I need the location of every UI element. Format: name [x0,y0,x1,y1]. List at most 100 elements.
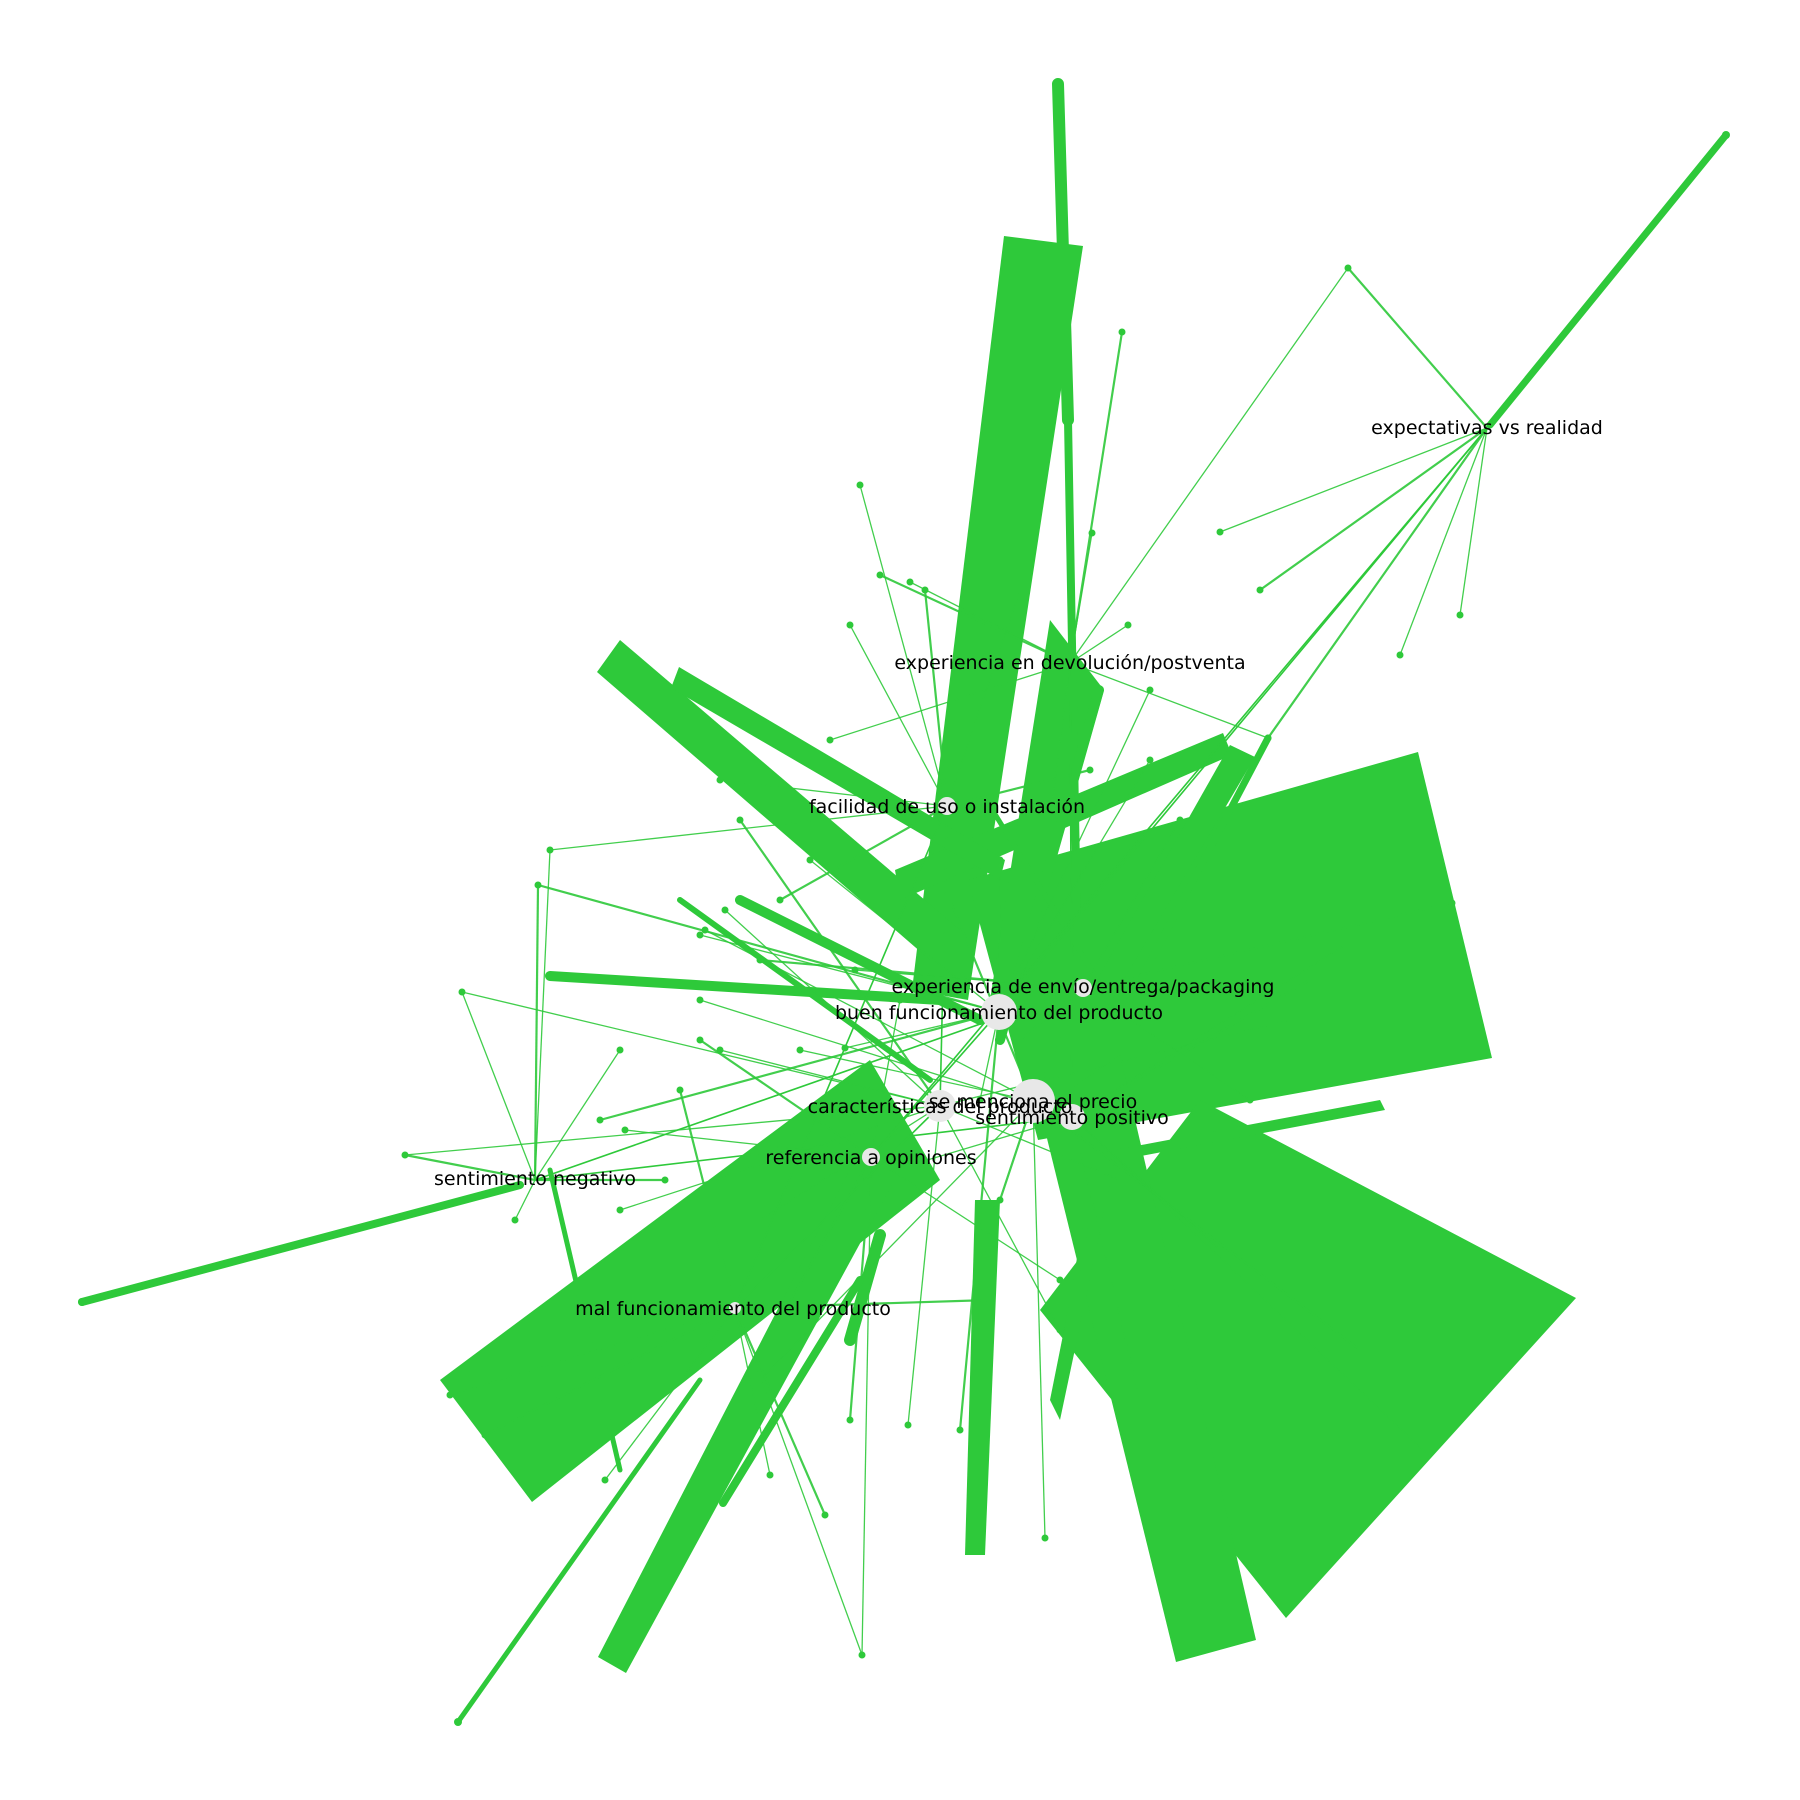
node-labels: expectativas vs realidad experiencia en … [434,417,1603,1320]
leaf-node [851,966,859,974]
edge [1459,427,1488,616]
leaf-node [458,988,466,996]
edge [1399,427,1488,656]
edge [1082,901,1453,990]
leaf-node [826,736,834,744]
leaf-node [1246,1096,1254,1104]
edge [1049,662,1071,821]
edge [998,689,1151,1013]
hub-edge [534,1116,1073,1181]
edge [1019,987,1084,1041]
leaf-node [806,856,814,864]
edge [461,991,941,1107]
edge [946,589,1021,807]
edge [599,1010,1000,1122]
leaf-node [511,1216,519,1224]
edge [534,849,551,1181]
heavy-edges [440,236,1576,1673]
leaf-node [1344,264,1352,272]
edge [1082,987,1251,1101]
edge [1259,427,1488,591]
hub-node-fac [938,797,956,815]
leaf-node [1016,1036,1024,1044]
heavy-edge [440,1060,940,1502]
hub-node-mal [729,1302,741,1314]
leaf-node [1056,1326,1064,1334]
thick-edge [677,897,933,1083]
edge [1267,427,1488,739]
leaf-node [1054,80,1062,88]
leaf-node [1216,1246,1224,1254]
edge [734,1307,771,1476]
edge [759,958,1084,990]
heavy-edge [671,667,1005,880]
leaf-node [696,996,704,1004]
leaf-node [701,926,709,934]
edge [958,1011,1001,1431]
edge [404,1105,941,1156]
hub-node-precio [1011,1079,1055,1123]
leaf-node [721,906,729,914]
edge [619,1105,941,1211]
leaf-node [996,1196,1004,1204]
hub-node-buen [981,994,1017,1030]
thick-edge [977,787,1113,1003]
edge [699,934,1000,1013]
edge [759,1105,941,1221]
edge [1032,1100,1361,1351]
leaf-node [534,881,542,889]
leaf-node [616,1206,624,1214]
heavy-edge [968,752,1492,1140]
edge [939,1105,1061,1331]
leaf-node [856,481,864,489]
edge [1082,819,1181,989]
leaf-node [1124,621,1132,629]
leaf-node [78,1298,86,1306]
edge [719,779,948,807]
label-opiniones: referencia a opiniones [765,1147,976,1169]
edge [1069,624,1129,664]
hub-edge [870,1011,1000,1158]
leaf-node [596,1116,604,1124]
leaf-node [756,956,764,964]
leaf-node [1086,766,1094,774]
leaf-node [896,996,904,1004]
leaf-node [1016,586,1024,594]
leaf-node [1146,756,1154,764]
leaf-node [1176,816,1184,824]
edge [1032,1100,1046,1539]
leaf-node [986,1296,994,1304]
hub-edge [1069,662,1084,989]
thick-edge [1126,734,1272,1004]
thick-edge [1188,1048,1212,1182]
edge [809,859,1000,1013]
edge [604,1307,736,1481]
edge [549,805,948,851]
leaf-node [756,1376,764,1384]
thick-edge [844,1229,886,1346]
leaf-node [1448,899,1456,907]
label-envio: experiencia de envío/entrega/packaging [892,976,1275,998]
thick-edge [547,1167,623,1473]
leaf-node [401,1151,409,1159]
leaf-node [716,1046,724,1054]
hub-edge [939,805,948,1107]
leaf-node [676,1086,684,1094]
edge [734,1307,863,1656]
leaf-node [906,578,914,586]
edge [870,1156,1061,1281]
edge [514,1179,536,1221]
edge [1071,979,1311,1118]
leaf-node [946,896,954,904]
leaf-node [1216,528,1224,536]
edge [699,999,1073,1118]
hub-nodes [729,797,1092,1314]
edge [1071,944,1346,1118]
leaf-node [1118,328,1126,336]
leaf-node [1286,1016,1294,1024]
label-mal-funcionamiento: mal funcionamiento del producto [575,1298,891,1320]
edge [923,589,949,807]
edge [719,1049,941,1107]
edge [1071,1116,1141,1401]
